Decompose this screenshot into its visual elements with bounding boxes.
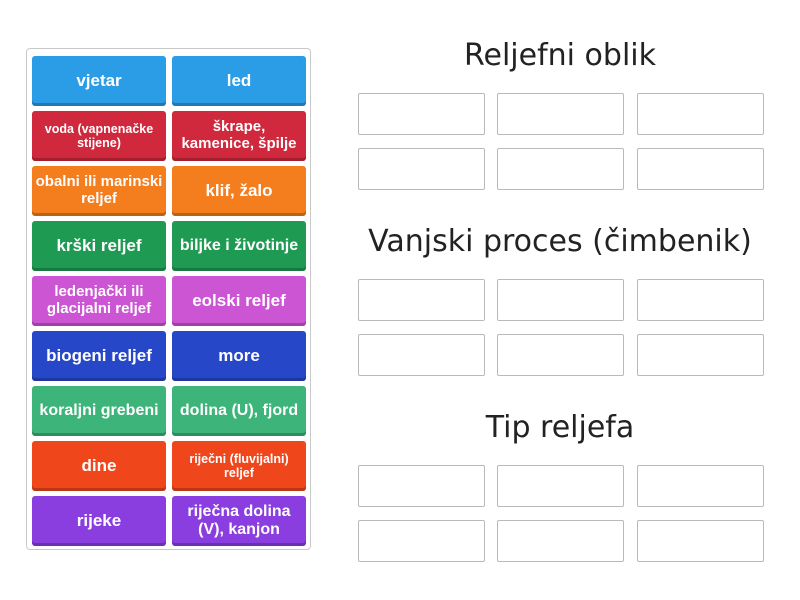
tile-rijecni-reljef[interactable]: riječni (fluvijalni) reljef <box>172 441 306 491</box>
tile-klif-zalo[interactable]: klif, žalo <box>172 166 306 216</box>
drop-slot[interactable] <box>637 334 764 376</box>
tile-ledenjacki-reljef[interactable]: ledenjački ili glacijalni reljef <box>32 276 166 326</box>
group-title-tip-reljefa: Tip reljefa <box>485 410 635 445</box>
drop-slot[interactable] <box>358 334 485 376</box>
tile-rijeke[interactable]: rijeke <box>32 496 166 546</box>
drop-slot[interactable] <box>358 520 485 562</box>
drop-slot[interactable] <box>497 279 624 321</box>
tile-rijecna-dolina[interactable]: riječna dolina (V), kanjon <box>172 496 306 546</box>
tile-obalni-reljef[interactable]: obalni ili marinski reljef <box>32 166 166 216</box>
drop-slot[interactable] <box>497 148 624 190</box>
tile-bank: vjetar led voda (vapnenačke stijene) škr… <box>26 48 311 550</box>
drop-slot[interactable] <box>497 520 624 562</box>
drop-slot[interactable] <box>497 93 624 135</box>
drop-slot[interactable] <box>637 93 764 135</box>
tile-led[interactable]: led <box>172 56 306 106</box>
tile-voda[interactable]: voda (vapnenačke stijene) <box>32 111 166 161</box>
tile-krski-reljef[interactable]: krški reljef <box>32 221 166 271</box>
tile-dine[interactable]: dine <box>32 441 166 491</box>
group-title-vanjski-proces: Vanjski proces (čimbenik) <box>368 224 752 259</box>
drop-slot[interactable] <box>637 279 764 321</box>
tile-biogeni-reljef[interactable]: biogeni reljef <box>32 331 166 381</box>
drop-slot[interactable] <box>637 148 764 190</box>
drop-slot[interactable] <box>358 279 485 321</box>
group-title-reljefni-oblik: Reljefni oblik <box>464 38 656 73</box>
tile-koraljni-grebeni[interactable]: koraljni grebeni <box>32 386 166 436</box>
tile-dolina-u-fjord[interactable]: dolina (U), fjord <box>172 386 306 436</box>
drop-slot[interactable] <box>637 520 764 562</box>
tile-eolski-reljef[interactable]: eolski reljef <box>172 276 306 326</box>
drop-slot[interactable] <box>497 334 624 376</box>
tile-biljke-zivotinje[interactable]: biljke i životinje <box>172 221 306 271</box>
drop-slot[interactable] <box>358 465 485 507</box>
tile-skrape[interactable]: škrape, kamenice, špilje <box>172 111 306 161</box>
drop-slot[interactable] <box>637 465 764 507</box>
drop-slot[interactable] <box>358 148 485 190</box>
drop-slot[interactable] <box>497 465 624 507</box>
tile-vjetar[interactable]: vjetar <box>32 56 166 106</box>
drop-slot[interactable] <box>358 93 485 135</box>
tile-more[interactable]: more <box>172 331 306 381</box>
